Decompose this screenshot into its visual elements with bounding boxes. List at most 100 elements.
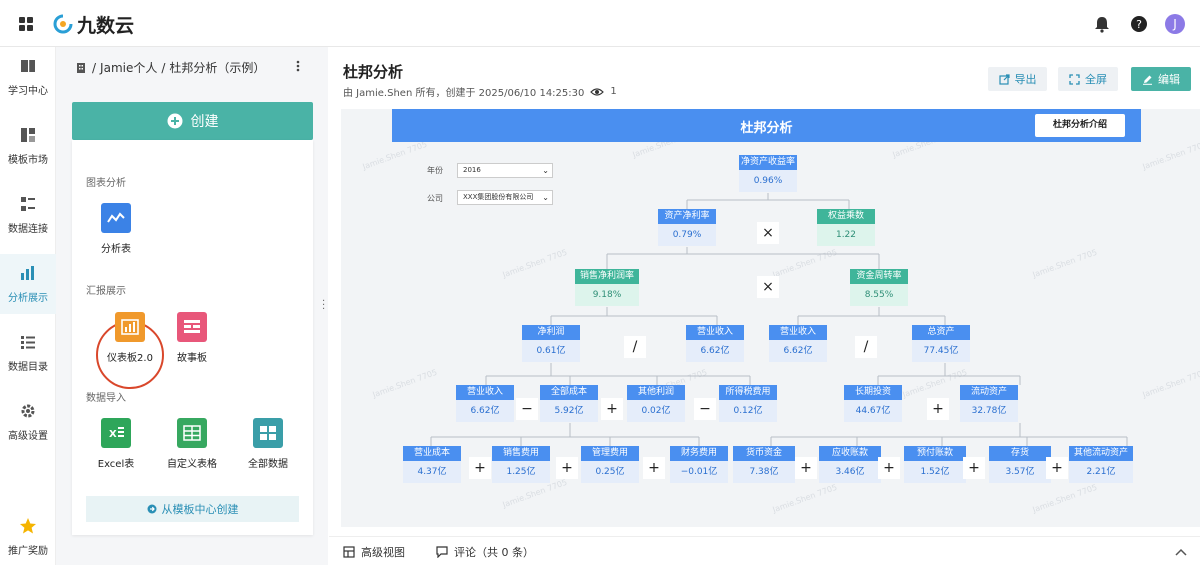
storyboard-icon xyxy=(177,312,207,342)
tile-excel[interactable]: X Excel表 xyxy=(86,418,146,471)
top-bar: 九数云 ? J xyxy=(0,0,1200,47)
comments-tab[interactable]: 评论（共 0 条） xyxy=(436,544,534,560)
operator-plus: + xyxy=(469,457,491,479)
bar-chart-icon xyxy=(21,266,34,280)
custom-table-icon xyxy=(177,418,207,448)
operator-plus: + xyxy=(601,398,623,420)
nav-referral-rewards[interactable]: 推广奖励 xyxy=(0,507,56,565)
breadcrumb: / Jamie个人 / 杜邦分析（示例） xyxy=(76,59,300,76)
tree-connector-lines xyxy=(430,193,1128,446)
nav-template-market[interactable]: 模板市场 xyxy=(0,116,56,176)
nav-analysis-display[interactable]: 分析展示 xyxy=(0,254,56,314)
nav-learning-center[interactable]: 学习中心 xyxy=(0,47,56,107)
banner-title: 杜邦分析 xyxy=(740,121,793,136)
operator-plus: + xyxy=(1046,457,1068,479)
year-select[interactable]: 2016⌄ xyxy=(457,163,553,178)
template-icon xyxy=(21,128,35,142)
building-icon[interactable] xyxy=(76,62,88,74)
nav-data-catalog[interactable]: 数据目录 xyxy=(0,323,56,383)
year-label: 年份 xyxy=(427,166,443,175)
operator-minus: − xyxy=(516,398,538,420)
create-options-card: 图表分析 分析表 汇报展示 仪表板2.0 故事板 数据导入 X Excel表 xyxy=(72,140,313,535)
tile-analysis-table[interactable]: 分析表 xyxy=(86,203,146,256)
create-panel: / Jamie个人 / 杜邦分析（示例） 创建 图表分析 分析表 汇报展示 仪表… xyxy=(56,47,328,565)
view-count: 1 xyxy=(610,86,617,97)
svg-text:?: ? xyxy=(1136,18,1142,31)
panel-resize-handle[interactable]: ··· xyxy=(322,296,326,315)
edit-button[interactable]: 编辑 xyxy=(1131,67,1191,91)
app-logo[interactable]: 九数云 xyxy=(53,11,134,38)
tile-custom-table[interactable]: 自定义表格 xyxy=(162,418,222,471)
operator-plus: + xyxy=(643,457,665,479)
create-from-template-button[interactable]: 从模板中心创建 xyxy=(86,496,299,522)
all-data-icon xyxy=(253,418,283,448)
breadcrumb-user[interactable]: Jamie个人 xyxy=(100,61,158,75)
apps-grid-icon[interactable] xyxy=(18,16,34,32)
gear-icon xyxy=(21,404,35,418)
pencil-icon xyxy=(1143,75,1152,85)
nav-advanced-settings[interactable]: 高级设置 xyxy=(0,392,56,452)
main-nav: 学习中心 模板市场 数据连接 分析展示 数据目录 高级设置 推广奖励 xyxy=(0,47,56,565)
section-data-import: 数据导入 xyxy=(86,393,126,404)
fullscreen-button[interactable]: 全屏 xyxy=(1058,67,1118,91)
operator-plus: + xyxy=(795,457,817,479)
operator-plus: + xyxy=(878,457,900,479)
more-vertical-icon[interactable] xyxy=(296,59,300,73)
main-area: 杜邦分析 由 Jamie.Shen 所有，创建于 2025/06/10 14:2… xyxy=(329,47,1200,565)
help-icon[interactable]: ? xyxy=(1130,15,1148,33)
dupont-intro-button[interactable]: 杜邦分析介绍 xyxy=(1035,114,1125,137)
dashboard-banner: 杜邦分析 杜邦分析介绍 xyxy=(392,109,1141,142)
svg-text:X: X xyxy=(109,429,117,440)
excel-icon: X xyxy=(101,418,131,448)
operator-plus: + xyxy=(963,457,985,479)
page-meta: 由 Jamie.Shen 所有，创建于 2025/06/10 14:25:30 … xyxy=(343,86,617,99)
analysis-table-icon xyxy=(101,203,131,233)
export-button[interactable]: 导出 xyxy=(988,67,1047,91)
dashboard-icon xyxy=(115,312,145,342)
advanced-view-tab[interactable]: 高级视图 xyxy=(343,544,405,560)
arrow-circle-icon xyxy=(147,504,156,514)
operator-divide: / xyxy=(855,336,877,358)
table-view-icon xyxy=(343,546,355,558)
bell-icon[interactable] xyxy=(1093,15,1111,33)
tile-dashboard[interactable]: 仪表板2.0 xyxy=(100,312,160,365)
operator-times: × xyxy=(757,222,779,244)
chevron-up-icon[interactable] xyxy=(1175,548,1187,556)
tile-storyboard[interactable]: 故事板 xyxy=(162,312,222,365)
app-name: 九数云 xyxy=(77,15,135,37)
company-select[interactable]: XXX集团股份有限公司⌄ xyxy=(457,190,553,205)
user-avatar[interactable]: J xyxy=(1165,14,1185,34)
bottom-bar: 高级视图 评论（共 0 条） xyxy=(329,536,1200,565)
plus-circle-icon xyxy=(167,113,182,129)
eye-icon xyxy=(590,87,605,96)
operator-plus: + xyxy=(556,457,578,479)
breadcrumb-current: 杜邦分析（示例） xyxy=(169,61,266,75)
chevron-down-icon: ⌄ xyxy=(542,193,549,202)
create-button[interactable]: 创建 xyxy=(72,102,313,140)
tile-all-data[interactable]: 全部数据 xyxy=(238,418,298,471)
dashboard-canvas: Jamie.Shen 7705 Jamie.Shen 7705 Jamie.Sh… xyxy=(341,109,1200,527)
chevron-down-icon: ⌄ xyxy=(542,166,549,175)
comment-icon xyxy=(436,546,448,558)
book-icon xyxy=(21,60,35,72)
kpi-financial-expense: 财务费用−0.01亿 xyxy=(670,446,728,483)
nav-data-connection[interactable]: 数据连接 xyxy=(0,185,56,245)
fullscreen-icon xyxy=(1069,73,1080,85)
operator-divide: / xyxy=(624,336,646,358)
company-label: 公司 xyxy=(427,194,443,203)
